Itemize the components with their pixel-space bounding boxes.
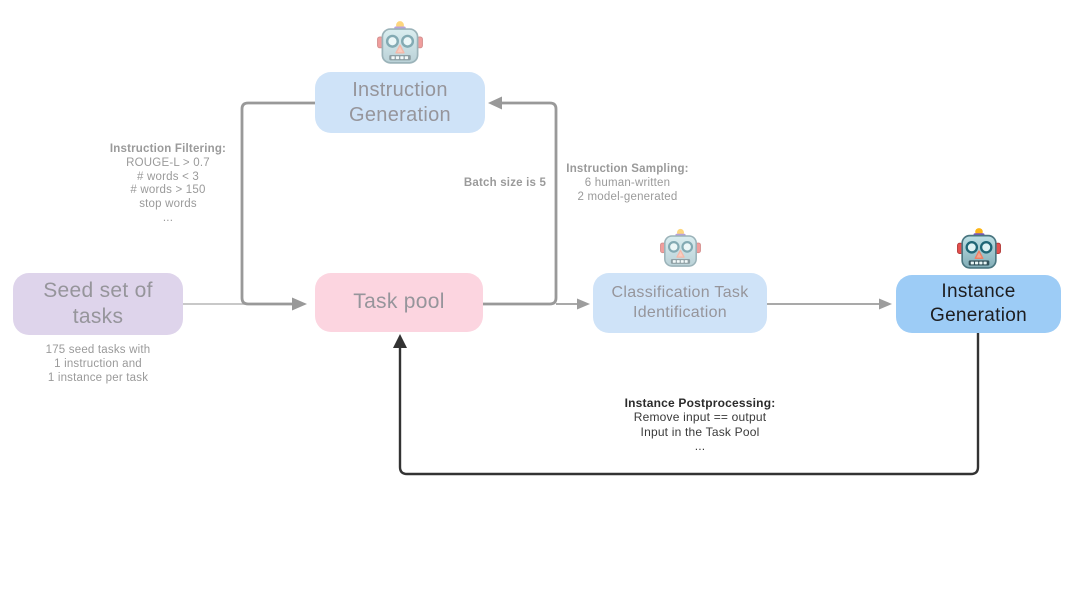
robot-icon xyxy=(957,226,1001,270)
annotation-batch-size: Batch size is 5 xyxy=(445,177,565,191)
line-instruction-generation-to-task-pool xyxy=(240,101,315,306)
annotation-lines: 6 human-written 2 model-generated xyxy=(577,176,678,203)
node-label: Classification Task Identification xyxy=(611,284,749,321)
arrowhead-into-task-pool-left xyxy=(292,297,307,311)
annotation-title: Instruction Filtering: xyxy=(109,143,227,155)
robot-icon xyxy=(377,19,423,65)
arrowhead-into-instance-generation xyxy=(879,298,892,310)
line-instance-generation-feedback-loop xyxy=(398,333,980,476)
node-task-pool: Task pool xyxy=(315,273,483,332)
arrowhead-into-classification xyxy=(577,298,590,310)
annotation-instruction-sampling: Instruction Sampling: 6 human-written 2 … xyxy=(555,163,700,204)
arrowhead-into-task-pool-bottom xyxy=(393,334,407,348)
line-task-pool-to-instruction-generation xyxy=(483,101,558,306)
node-label: Seed set of tasks xyxy=(43,278,153,328)
annotation-lines: ROUGE-L > 0.7 # words < 3 # words > 150 … xyxy=(126,156,210,224)
node-seed-set-of-tasks: Seed set of tasks xyxy=(13,273,183,335)
node-label: Instance Generation xyxy=(929,281,1027,326)
node-label: Task pool xyxy=(353,290,445,314)
annotation-lines: 175 seed tasks with 1 instruction and 1 … xyxy=(45,344,151,384)
node-instruction-generation: Instruction Generation xyxy=(315,72,485,133)
annotation-lines: Remove input == output Input in the Task… xyxy=(633,410,767,454)
annotation-instruction-filtering: Instruction Filtering: ROUGE-L > 0.7 # w… xyxy=(88,143,248,226)
robot-icon xyxy=(660,227,701,268)
annotation-instance-postprocessing: Instance Postprocessing: Remove input ==… xyxy=(600,396,800,454)
arrowhead-into-instruction-generation xyxy=(488,96,502,110)
node-instance-generation: Instance Generation xyxy=(896,275,1061,333)
node-label: Instruction Generation xyxy=(349,78,451,126)
annotation-seed-tasks-caption: 175 seed tasks with 1 instruction and 1 … xyxy=(23,344,173,385)
node-classification-task-identification: Classification Task Identification xyxy=(593,273,767,333)
annotation-title: Instruction Sampling: xyxy=(566,163,689,175)
annotation-title: Instance Postprocessing: xyxy=(624,396,776,410)
annotation-title: Batch size is 5 xyxy=(463,177,547,189)
